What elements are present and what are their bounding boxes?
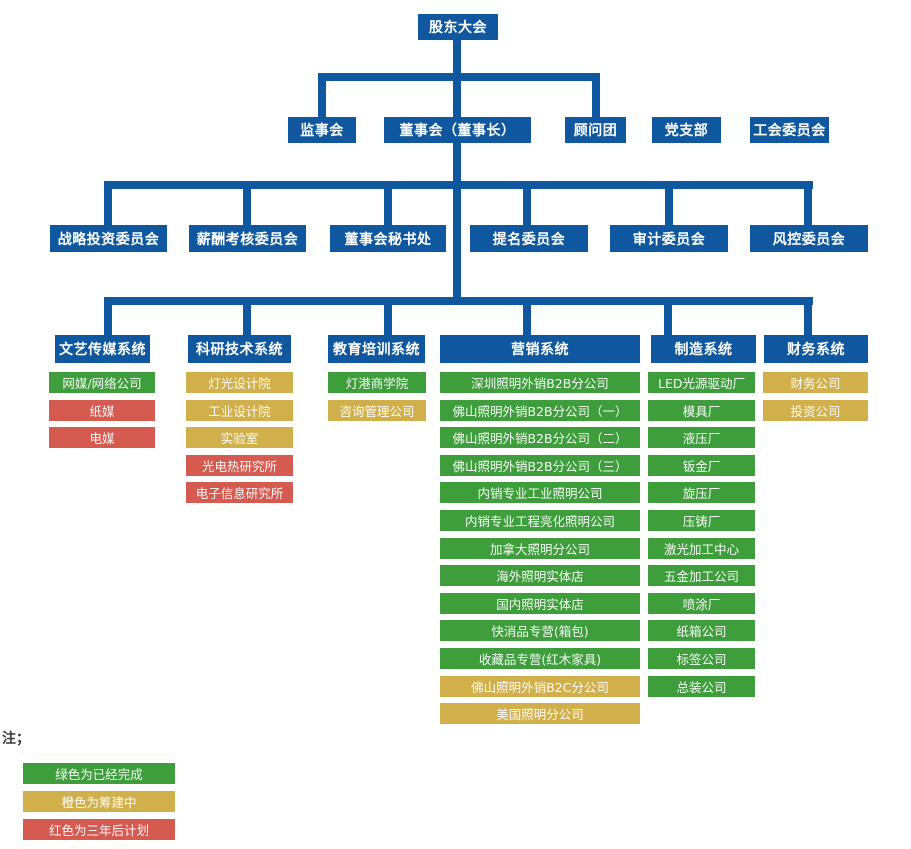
nomination-committee: 提名委员会: [470, 225, 588, 252]
union-committee: 工会委员会: [750, 117, 829, 143]
legend-note: 注；: [2, 731, 30, 747]
marketing-system-header: 营销系统: [440, 335, 640, 363]
connector-line-17: [523, 305, 531, 335]
org-child-node: 灯光设计院: [186, 372, 293, 393]
research-system-header: 科研技术系统: [188, 335, 291, 363]
org-child-node: 实验室: [186, 427, 293, 448]
strategic-investment-committee: 战略投资委员会: [50, 225, 167, 252]
org-child-node: 网媒/网络公司: [49, 372, 155, 393]
audit-committee: 审计委员会: [610, 225, 728, 252]
connector-line-1: [318, 73, 600, 81]
org-child-node: 快消品专营(箱包): [440, 620, 640, 641]
org-child-node: 海外照明实体店: [440, 565, 640, 586]
connector-line-15: [243, 305, 251, 335]
org-child-node: 总装公司: [648, 676, 755, 697]
org-child-node: 加拿大照明分公司: [440, 538, 640, 559]
connector-line-12: [804, 189, 812, 225]
education-system-header: 教育培训系统: [328, 335, 425, 363]
org-child-node: 模具厂: [648, 400, 755, 421]
connector-line-14: [104, 305, 112, 335]
connector-line-3: [453, 81, 461, 117]
legend-item: 红色为三年后计划: [23, 819, 175, 840]
connector-line-19: [804, 305, 812, 335]
org-child-node: 纸媒: [49, 400, 155, 421]
org-child-node: 佛山照明外销B2B分公司（一）: [440, 400, 640, 421]
org-child-node: 内销专业工程亮化照明公司: [440, 510, 640, 531]
org-child-node: 光电热研究所: [186, 455, 293, 476]
org-child-node: 财务公司: [763, 372, 868, 393]
org-child-node: 咨询管理公司: [328, 400, 426, 421]
connector-line-5: [453, 143, 461, 297]
connector-line-10: [523, 189, 531, 225]
manufacturing-system-header: 制造系统: [651, 335, 756, 363]
org-child-node: 国内照明实体店: [440, 593, 640, 614]
connector-line-18: [664, 305, 672, 335]
org-child-node: 液压厂: [648, 427, 755, 448]
org-child-node: 五金加工公司: [648, 565, 755, 586]
shareholders-meeting: 股东大会: [418, 14, 498, 40]
supervisory-board: 监事会: [288, 117, 356, 143]
media-system-header: 文艺传媒系统: [55, 335, 150, 363]
board-secretariat: 董事会秘书处: [330, 225, 446, 252]
org-child-node: 压铸厂: [648, 510, 755, 531]
compensation-assessment-committee: 薪酬考核委员会: [189, 225, 306, 252]
org-child-node: 钣金厂: [648, 455, 755, 476]
risk-control-committee: 风控委员会: [750, 225, 868, 252]
org-child-node: 电子信息研究所: [186, 482, 293, 503]
connector-line-8: [243, 189, 251, 225]
org-child-node: 佛山照明外销B2C分公司: [440, 676, 640, 697]
org-child-node: 深圳照明外销B2B分公司: [440, 372, 640, 393]
connector-line-11: [665, 189, 673, 225]
connector-line-9: [384, 189, 392, 225]
org-child-node: 激光加工中心: [648, 538, 755, 559]
connector-line-13: [104, 297, 813, 305]
board-of-directors: 董事会（董事长）: [384, 117, 531, 143]
advisory-group: 顾问团: [565, 117, 626, 143]
party-branch: 党支部: [652, 117, 721, 143]
finance-system-header: 财务系统: [764, 335, 868, 363]
legend-item: 绿色为已经完成: [23, 763, 175, 784]
org-child-node: 佛山照明外销B2B分公司（三）: [440, 455, 640, 476]
legend-item: 橙色为筹建中: [23, 791, 175, 812]
org-child-node: 旋压厂: [648, 482, 755, 503]
connector-line-2: [318, 81, 326, 117]
org-child-node: 收藏品专营(红木家具): [440, 648, 640, 669]
org-child-node: 喷涂厂: [648, 593, 755, 614]
org-child-node: 纸箱公司: [648, 620, 755, 641]
org-child-node: LED光源驱动厂: [648, 372, 755, 393]
org-child-node: 内销专业工业照明公司: [440, 482, 640, 503]
org-child-node: 电媒: [49, 427, 155, 448]
connector-line-4: [592, 81, 600, 117]
org-child-node: 佛山照明外销B2B分公司（二）: [440, 427, 640, 448]
connector-line-6: [104, 181, 813, 189]
connector-line-16: [384, 305, 392, 335]
org-child-node: 灯港商学院: [328, 372, 426, 393]
org-child-node: 美国照明分公司: [440, 703, 640, 724]
connector-line-0: [453, 40, 461, 75]
org-child-node: 投资公司: [763, 400, 868, 421]
connector-line-7: [104, 189, 112, 225]
org-child-node: 标签公司: [648, 648, 755, 669]
org-child-node: 工业设计院: [186, 400, 293, 421]
